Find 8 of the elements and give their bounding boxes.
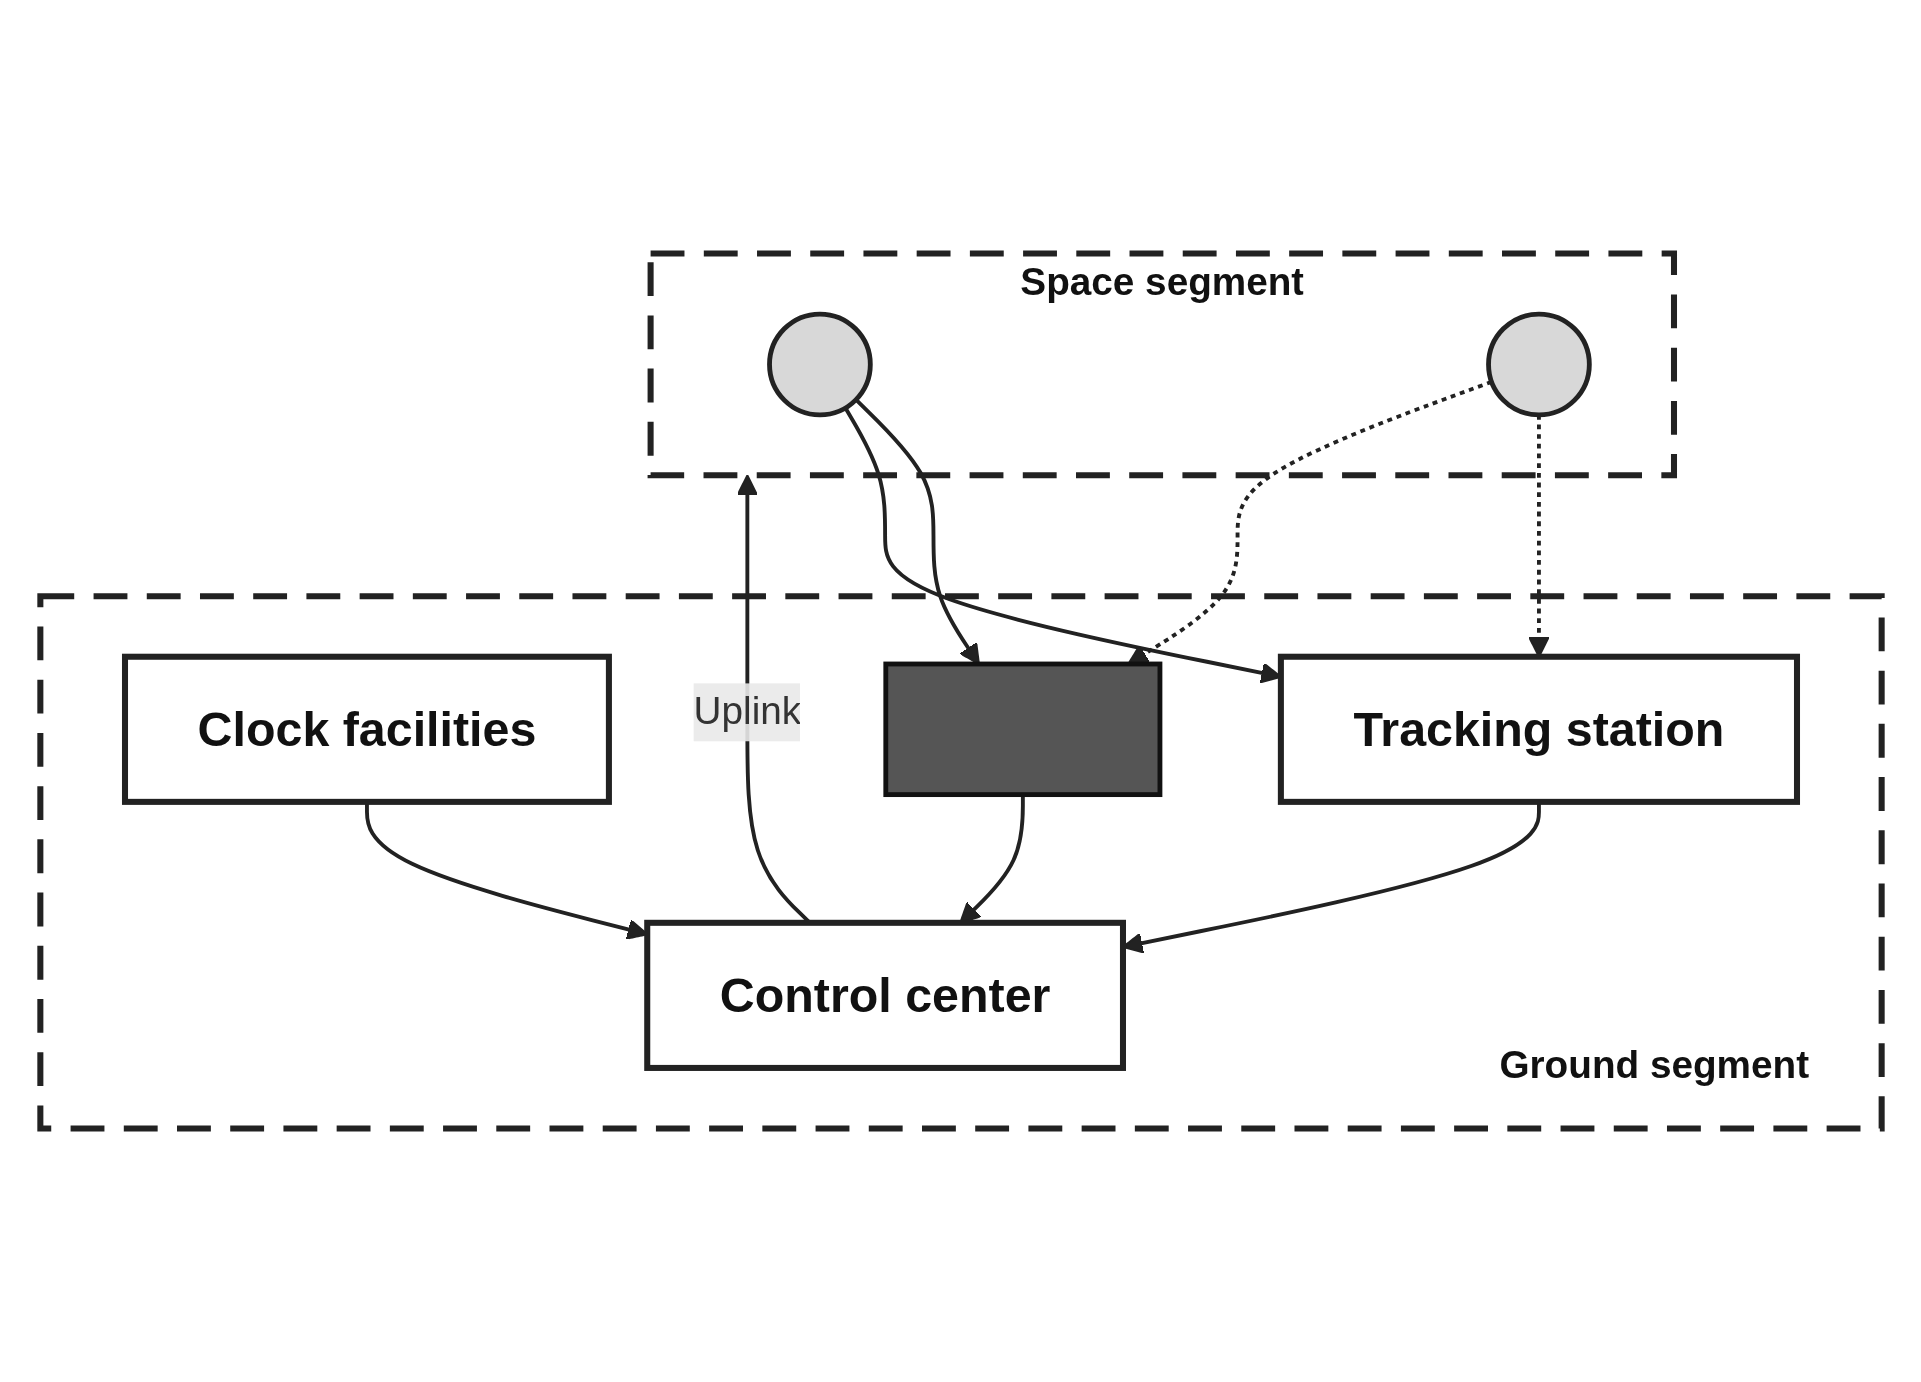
node-circle: [1485, 311, 1592, 418]
node-box: Clock facilities: [121, 653, 612, 805]
cluster: Space segment: [647, 250, 1677, 479]
node-box: Control center: [643, 919, 1126, 1071]
node-box: [882, 661, 1162, 798]
node-circle: [766, 311, 873, 418]
edge-label: Uplink: [693, 690, 801, 732]
node-box: Tracking station: [1277, 653, 1800, 805]
